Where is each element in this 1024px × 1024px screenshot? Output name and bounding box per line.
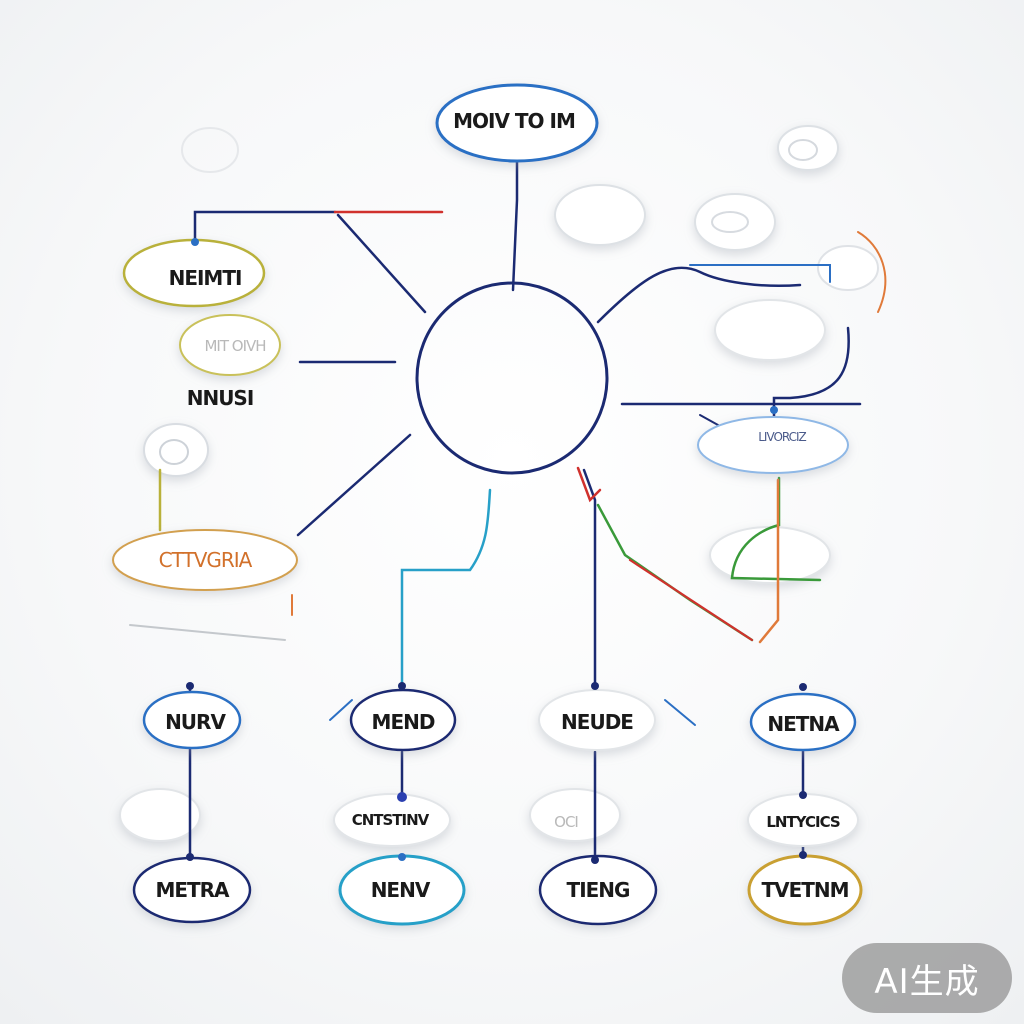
ghost-bubble [181, 127, 239, 173]
central-hub [415, 281, 609, 475]
dot [799, 851, 807, 859]
dot [186, 853, 194, 861]
bubble-b4c [747, 854, 863, 926]
dot [591, 682, 599, 690]
connector-right-upper [596, 266, 802, 324]
ai-generated-badge: AI生成 [842, 943, 1012, 1013]
connector-left4 [296, 433, 412, 537]
ghost-bubble [529, 788, 621, 842]
dot [591, 856, 599, 864]
connector-branch-4-orange [758, 478, 780, 644]
bubble-left2 [179, 314, 281, 376]
connector-branch-3-red [576, 466, 602, 503]
dot [799, 683, 807, 691]
dot [799, 791, 807, 799]
ghost-bubble [694, 193, 776, 251]
bubble-b4b [747, 793, 859, 847]
ghost-bubble [143, 423, 209, 477]
dot [398, 682, 406, 690]
bubble-b4a [749, 692, 857, 752]
connector-branch-3-red-diag [628, 558, 754, 642]
bubble-left1 [122, 238, 266, 308]
dot [186, 682, 194, 690]
dot [398, 853, 406, 861]
ghost-bubble [554, 184, 646, 246]
dot [191, 238, 199, 246]
connector-ghost-b3 [664, 699, 696, 726]
connector-left1-diagonal [336, 213, 427, 314]
connector-right-orange [857, 231, 887, 313]
connector-right-red [772, 326, 850, 422]
ghost-bubble [777, 125, 839, 171]
connector-top [511, 158, 519, 292]
ghost-bubble [817, 245, 879, 291]
connector-left1-horizontal [193, 210, 337, 240]
dot [770, 406, 778, 414]
ghost-bubble [711, 211, 749, 233]
connector-ghost-left [129, 624, 286, 641]
ghost-bubble [159, 439, 189, 465]
ghost-bubble [709, 526, 831, 584]
ghost-bubble [788, 139, 818, 161]
connector-ghost-b2 [329, 699, 353, 721]
bubble-b3c [538, 854, 658, 926]
connector-right-upper-blue [689, 264, 831, 283]
bubble-b3a [538, 689, 656, 751]
dot [397, 792, 407, 802]
bubble-left4 [112, 529, 298, 591]
bubble-b2a [349, 688, 457, 752]
bubble-b2c [338, 854, 466, 926]
ghost-bubble [714, 299, 826, 361]
bubble-right1 [697, 416, 849, 474]
bubble-b1c [132, 856, 252, 924]
ghost-bubble [119, 788, 201, 842]
ghost-bubbles [119, 125, 879, 842]
connector-branch-2 [400, 488, 492, 689]
bubble-b1a [142, 690, 242, 750]
connection-dots [186, 238, 807, 864]
bubble-b2b [333, 793, 451, 847]
node-bubbles [112, 83, 863, 926]
connector-branch-3 [582, 468, 597, 689]
connectors [129, 158, 887, 862]
bubble-top [435, 83, 599, 163]
